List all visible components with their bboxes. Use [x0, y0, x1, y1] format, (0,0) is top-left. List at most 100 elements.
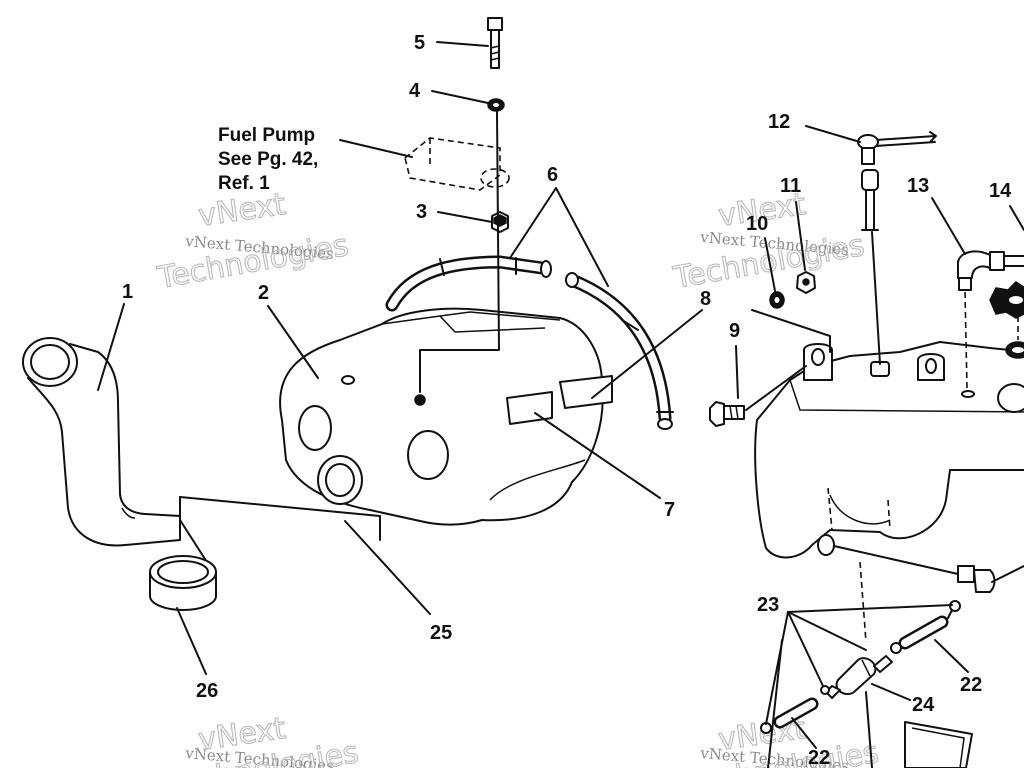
- mounting-bracket-edge: [911, 727, 965, 768]
- inline-filter-24: [820, 655, 893, 699]
- tank-top-platform: [439, 315, 546, 333]
- fuel-pump-note-line1: Fuel Pump: [218, 125, 315, 146]
- fuel-pump-outline: [404, 137, 501, 191]
- cap-center: [1007, 294, 1024, 306]
- bolt-shaft: [490, 29, 500, 69]
- bracket-outline: [179, 496, 381, 541]
- callout-14: 14: [989, 180, 1012, 202]
- washer-hole: [493, 103, 499, 107]
- filler-neck-opening-inner: [30, 344, 70, 380]
- callout-25: 25: [430, 622, 452, 644]
- fuel-tank-part: [279, 307, 604, 526]
- leader-23d: [765, 611, 789, 725]
- oil-tank-contour: [829, 494, 891, 525]
- assembly-line-bolt-9: [745, 365, 807, 411]
- callout-24: 24: [912, 694, 935, 716]
- sender-probe: [861, 229, 881, 365]
- oil-tank-outlet: [817, 534, 835, 556]
- hose-end: [565, 272, 579, 288]
- callout-9: 9: [729, 320, 740, 342]
- leader-26: [176, 607, 207, 675]
- nut-11: [796, 271, 816, 294]
- hose-joint: [947, 609, 953, 619]
- callout-6: 6: [547, 164, 558, 186]
- leader-2: [267, 305, 319, 379]
- mount-tab-hole: [811, 348, 825, 366]
- callout-2: 2: [258, 282, 269, 304]
- callout-22-right: 22: [960, 674, 982, 696]
- leader-lines: [97, 41, 1024, 749]
- sender-rod: [865, 189, 875, 231]
- leader-6a: [509, 187, 557, 259]
- assembly-line-nut: [751, 309, 831, 353]
- leader-10: [764, 237, 776, 292]
- leader-7: [534, 412, 661, 499]
- oil-tank-hidden-lines: [827, 487, 891, 531]
- bolt-head: [487, 17, 503, 31]
- assembly-line-lower: [865, 691, 873, 768]
- bolt-thread: [490, 45, 500, 49]
- assembly-line-left: [767, 639, 783, 768]
- tank-lower-bulge: [489, 459, 586, 501]
- nut-hole: [802, 278, 810, 286]
- hose-22-right: [890, 600, 961, 654]
- mount-tab-hole: [925, 358, 937, 374]
- mounting-bracket: [904, 721, 973, 768]
- bolt-9: [709, 401, 745, 427]
- assembly-line-vertical: [859, 561, 867, 643]
- tank-port-left: [298, 405, 332, 451]
- callout-22-bottom: 22: [808, 747, 830, 768]
- callout-labels: 5 4 3 6 1 2 8 7 25 26 12 11 10 13 14 9 2…: [122, 32, 1012, 768]
- vent-hose-right: [565, 272, 674, 430]
- washer-10: [769, 291, 785, 309]
- hose-fill: [776, 700, 816, 726]
- oil-tank-part: [754, 341, 1024, 559]
- callout-4: 4: [409, 80, 421, 102]
- fitting-elbow: [973, 569, 996, 593]
- bolt-thread: [490, 57, 500, 61]
- oil-tank-top-edge: [789, 379, 1024, 413]
- leader-24: [871, 683, 911, 701]
- bolt-shaft: [723, 405, 745, 420]
- tank-filler-ring-inner: [325, 463, 355, 497]
- hose-end: [540, 260, 552, 278]
- callout-1: 1: [122, 281, 133, 303]
- oil-line-upper: [833, 545, 959, 575]
- leader-22-right: [934, 639, 969, 673]
- outlet-fitting: [957, 565, 996, 593]
- leader-25: [344, 520, 431, 615]
- filler-neck-body: [27, 343, 181, 547]
- sender-neck: [861, 147, 875, 165]
- hose-clamp: [890, 642, 902, 654]
- washer-4: [487, 98, 505, 112]
- leader-11: [795, 201, 806, 271]
- filler-neck-bend-line: [121, 507, 136, 519]
- nut-top: [493, 214, 507, 227]
- elbow-barb: [1003, 255, 1024, 267]
- watermark-brand: vNext: [196, 187, 288, 234]
- fuel-pump-note: Fuel Pump See Pg. 42, Ref. 1: [218, 125, 318, 194]
- hose-clamp: [439, 258, 445, 276]
- elbow-fitting-13: [957, 250, 1024, 291]
- fuel-pump-phantom: [404, 137, 510, 191]
- cap-gasket-hole: [1012, 347, 1024, 353]
- bolt-thread: [735, 405, 739, 420]
- leader-9: [735, 345, 739, 399]
- leader-fuel-pump: [339, 139, 413, 158]
- oil-level-sender-12: [857, 131, 937, 365]
- cap-top-inner: [157, 560, 209, 584]
- bolt-thread: [490, 51, 500, 55]
- fuel-pump-mount: [480, 168, 510, 188]
- watermark-bottom-left: vNext vNext Technologies Technologies: [164, 710, 362, 768]
- leader-3: [437, 211, 493, 223]
- leader-23a: [787, 604, 953, 613]
- fuel-pump-note-line2: See Pg. 42,: [218, 149, 318, 170]
- callout-26: 26: [196, 680, 218, 702]
- bolt-thread: [729, 405, 733, 420]
- leader-23b: [787, 611, 867, 651]
- oil-tank-fitting-port: [961, 390, 975, 398]
- vent-hose-left: [385, 255, 552, 312]
- watermark-top-right: vNext vNext Technologies Technologies: [670, 186, 868, 296]
- hose-end: [657, 418, 673, 430]
